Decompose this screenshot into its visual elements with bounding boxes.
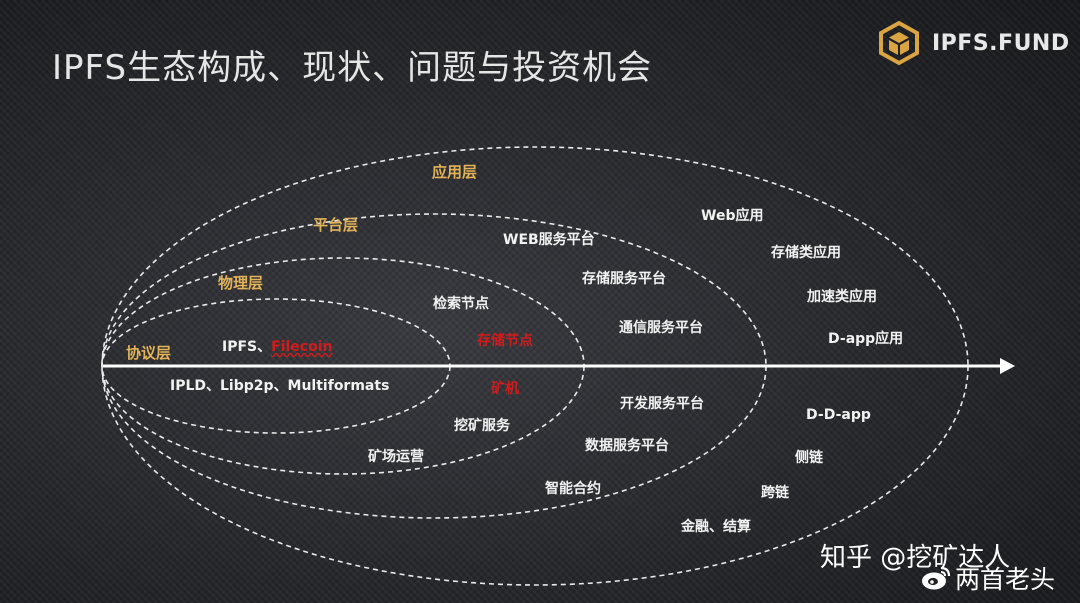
layer-platform-label: 平台层 [313, 216, 359, 234]
dev-platform-label: 开发服务平台 [620, 396, 704, 412]
mining-service-label: 挖矿服务 [454, 418, 510, 434]
crosschain-label: 跨链 [761, 485, 789, 501]
smart-contract-label: 智能合约 [545, 481, 601, 497]
logo-text: IPFS.FUND [932, 30, 1070, 56]
zhihu-watermark: 知乎 @挖矿达人 [820, 543, 1011, 573]
finance-label: 金融、结算 [681, 519, 751, 535]
layer-protocol-label: 协议层 [126, 344, 172, 362]
mine-ops-label: 矿场运营 [368, 449, 424, 465]
logo: IPFS.FUND [876, 20, 1070, 66]
cube-icon [879, 20, 919, 66]
accel-app-label: 加速类应用 [807, 289, 877, 305]
ipfs-label: IPFS、Filecoin [222, 336, 332, 356]
filecoin-text: Filecoin [271, 339, 333, 355]
dapp-label: D-app应用 [828, 331, 904, 347]
search-node-label: 检索节点 [433, 296, 489, 312]
layer-physical-label: 物理层 [218, 274, 264, 292]
web-platform-label: WEB服务平台 [503, 232, 595, 248]
miner-label: 矿机 [491, 381, 519, 397]
storage-app-label: 存储类应用 [771, 245, 841, 261]
layer-application-label: 应用层 [432, 163, 478, 181]
web-app-label: Web应用 [701, 208, 764, 224]
weibo-icon [922, 566, 951, 590]
page-title: IPFS生态构成、现状、问题与投资机会 [52, 48, 653, 88]
weibo-watermark: 两首老头 [955, 565, 1056, 594]
ipfs-text: IPFS、 [222, 339, 272, 355]
sidechain-label: 侧链 [795, 450, 823, 466]
storage-platform-label: 存储服务平台 [582, 271, 666, 287]
storage-node-label: 存储节点 [477, 333, 533, 349]
ddapp-label: D-D-app [806, 407, 871, 423]
axis-arrow [103, 358, 1015, 374]
ipld-label: IPLD、Libp2p、Multiformats [170, 378, 390, 394]
data-platform-label: 数据服务平台 [585, 438, 669, 454]
comm-platform-label: 通信服务平台 [619, 320, 703, 336]
